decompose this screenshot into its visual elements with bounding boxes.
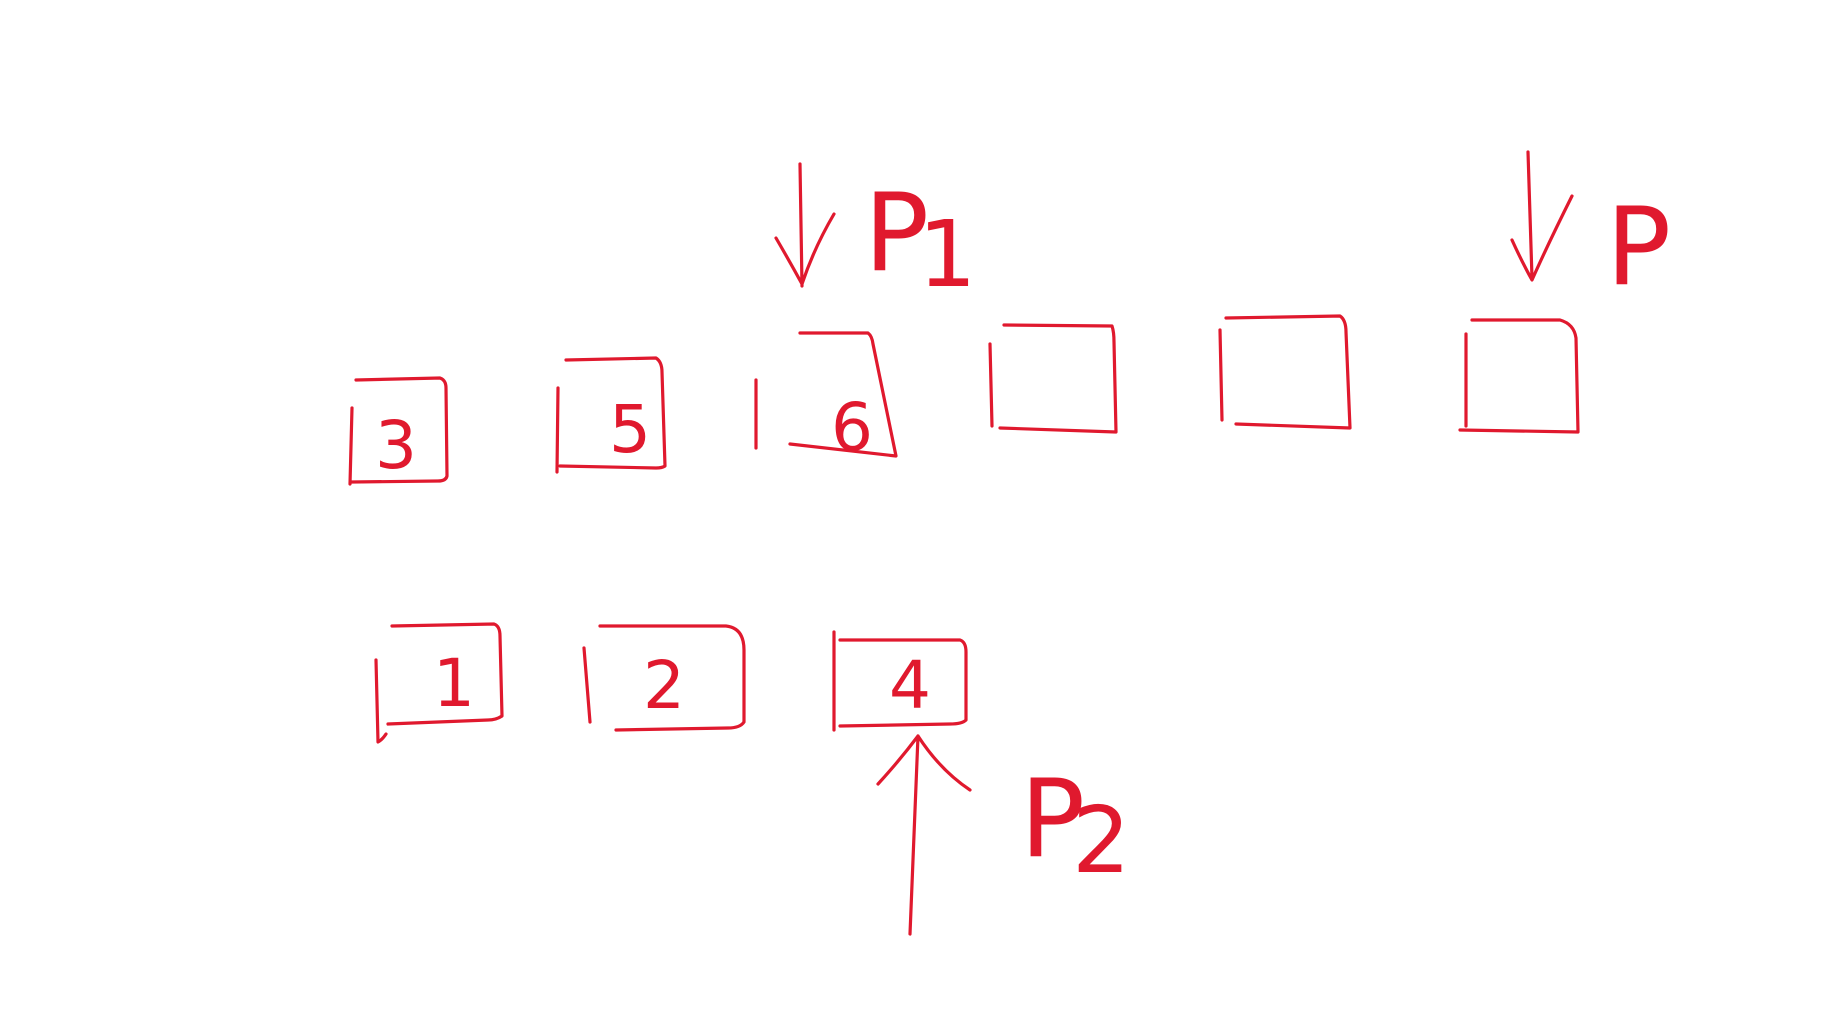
cell-box — [754, 331, 898, 458]
cell-value: 2 — [643, 647, 685, 724]
pointer-letter: P — [1606, 185, 1671, 310]
cell-value: 1 — [433, 645, 475, 722]
down-arrow-icon — [1510, 150, 1574, 282]
top-array-cell: 5 — [555, 356, 667, 474]
bottom-array-cell: 4 — [832, 630, 968, 732]
bottom-array-cell: 2 — [582, 624, 746, 732]
pointer-p2: P 2 — [876, 734, 1131, 936]
pointer-subscript: 1 — [918, 201, 977, 308]
cell-value: 6 — [831, 389, 873, 466]
pointer-p1: P 1 — [774, 162, 977, 308]
cell-box — [988, 323, 1118, 434]
down-arrow-icon — [774, 162, 836, 288]
bottom-array-cell: 1 — [374, 622, 504, 744]
cell-box — [555, 356, 667, 474]
cell-box — [374, 622, 504, 744]
cell-box — [832, 630, 968, 732]
cell-box — [1458, 318, 1580, 434]
cell-value: 4 — [889, 647, 931, 724]
pointer-subscript: 2 — [1072, 787, 1131, 894]
cell-value: 5 — [609, 391, 651, 468]
cell-value: 3 — [375, 407, 417, 484]
top-array-cell — [988, 323, 1118, 434]
pointer-letter: P — [864, 171, 929, 296]
pointer-letter: P — [1020, 757, 1085, 882]
top-array: 3 5 6 — [348, 314, 1580, 486]
pointer-p: P — [1510, 150, 1671, 310]
cell-box — [582, 624, 746, 732]
top-array-cell — [1218, 314, 1352, 430]
cell-box — [348, 376, 449, 486]
top-array-cell — [1458, 318, 1580, 434]
top-array-cell: 6 — [754, 331, 898, 466]
top-array-cell: 3 — [348, 376, 449, 486]
up-arrow-icon — [876, 734, 972, 936]
cell-box — [1218, 314, 1352, 430]
bottom-array: 1 2 4 — [374, 622, 968, 744]
